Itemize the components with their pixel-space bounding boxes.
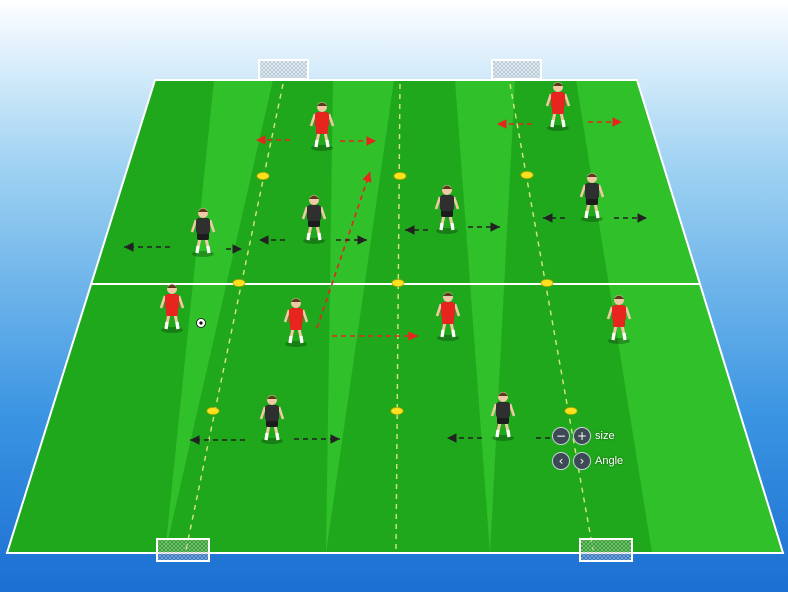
cone-icon [540, 279, 554, 287]
cone-icon [232, 279, 246, 287]
goal-top-right [491, 59, 542, 80]
pitch-stripe [7, 80, 214, 553]
red-player-with-ball[interactable] [159, 284, 185, 333]
red-player[interactable] [435, 292, 461, 341]
size-increase-button[interactable]: + [573, 427, 591, 445]
red-player[interactable] [545, 82, 571, 131]
pitch [5, 79, 785, 554]
goal-bottom-right [579, 538, 633, 562]
pitch-stripe [490, 80, 652, 553]
pass-arrow-red [316, 171, 372, 329]
guide-line [509, 83, 594, 551]
cone-icon [393, 172, 407, 180]
dark-player[interactable] [259, 395, 285, 444]
cone-icon [390, 407, 404, 415]
movement-arrows [124, 117, 647, 445]
angle-rotate-right-button[interactable]: › [573, 452, 591, 470]
cone-icon [206, 407, 220, 415]
angle-rotate-left-button[interactable]: ‹ [552, 452, 570, 470]
red-player[interactable] [606, 295, 632, 344]
dark-player[interactable] [434, 185, 460, 234]
cone-icon [520, 171, 534, 179]
pitch-boundary [5, 79, 785, 554]
red-player[interactable] [283, 298, 309, 347]
dark-player[interactable] [490, 392, 516, 441]
pitch-stripe [165, 80, 333, 553]
dark-player[interactable] [190, 208, 216, 257]
goal-bottom-left [156, 538, 210, 562]
goal-top-left [258, 59, 309, 80]
dark-player[interactable] [579, 173, 605, 222]
dark-player[interactable] [301, 195, 327, 244]
guide-line [395, 83, 401, 551]
cone-icon [564, 407, 578, 415]
red-player[interactable] [309, 102, 335, 151]
cones [206, 171, 578, 415]
cone-icon [391, 279, 405, 287]
ball-icon[interactable] [196, 318, 206, 328]
cone-icon [256, 172, 270, 180]
zone-guide-lines [185, 83, 594, 551]
size-decrease-button[interactable]: − [552, 427, 570, 445]
players [159, 82, 632, 444]
